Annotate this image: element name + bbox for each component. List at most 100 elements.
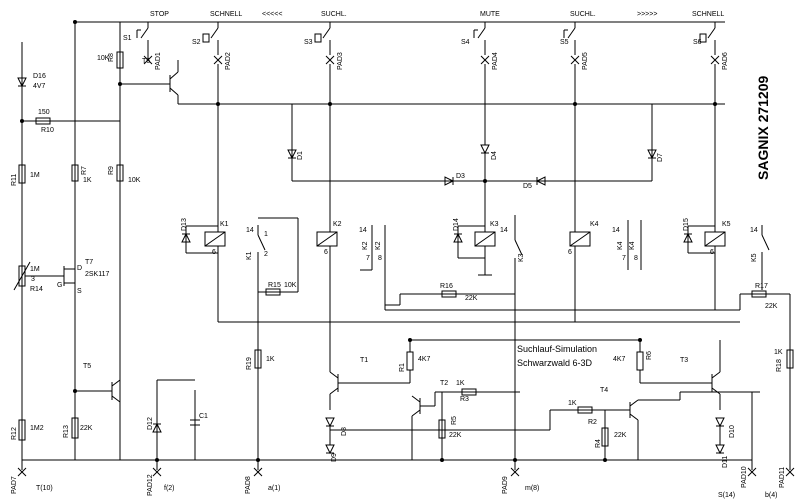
t1-label: T1 [360, 357, 368, 364]
k4-contact-b: K4 [629, 241, 636, 250]
r5-value: 22K [449, 432, 462, 439]
header-arrows-left: <<<<< [262, 11, 282, 18]
r18-value: 1K [774, 349, 783, 356]
k5-contact-label: K5 [751, 253, 758, 262]
header-stop: STOP [150, 11, 169, 18]
r8-label: R8 [108, 53, 115, 62]
resistor-r18 [786, 349, 794, 369]
r6-value: 4K7 [613, 356, 626, 363]
pad6-label: PAD6 [722, 52, 729, 70]
switch-s3: S3 [304, 22, 331, 55]
d1-label: D1 [297, 151, 304, 160]
r18-label: R18 [776, 359, 783, 372]
header-arrows-right: >>>>> [637, 11, 657, 18]
subtitle-line1: Suchlauf-Simulation [517, 344, 597, 354]
relay-k3 [453, 181, 496, 276]
pad5-label: PAD5 [582, 52, 589, 70]
d8-label: D8 [341, 427, 348, 436]
pad10-label: PAD10 [741, 466, 748, 488]
t7-label: T7 [85, 259, 93, 266]
d7-label: D7 [657, 153, 664, 162]
pad10-signal: S(14) [718, 492, 735, 499]
pad2-mark [213, 55, 223, 65]
contact-k1 [257, 217, 299, 460]
resistor-r10 [35, 117, 51, 125]
k3-label: K3 [490, 221, 499, 228]
k4-pin6: 6 [568, 249, 572, 256]
resistor-r5 [438, 419, 446, 439]
pad2-label: PAD2 [225, 52, 232, 70]
diode-d9 [325, 444, 335, 455]
pad7-label: PAD7 [11, 476, 18, 494]
pad3-label: PAD3 [337, 52, 344, 70]
t2-label: T2 [440, 380, 448, 387]
t7-pin-d: D [77, 265, 82, 272]
k3-contact-label: K3 [518, 253, 525, 262]
relay-k1 [181, 225, 226, 322]
k2-pin8: 8 [378, 255, 382, 262]
r2-value: 1K [568, 400, 577, 407]
pad12-signal: f(2) [164, 485, 175, 492]
r4-value: 22K [614, 432, 627, 439]
pad4-label: PAD4 [492, 52, 499, 70]
diode-d3 [444, 176, 455, 186]
d3-label: D3 [456, 173, 465, 180]
d4-label: D4 [491, 151, 498, 160]
r12-value: 1M2 [30, 425, 44, 432]
pad5-mark [570, 55, 580, 65]
r11-value: 1M [30, 172, 40, 179]
k1-pin2: 2 [264, 251, 268, 258]
contact-k5 [761, 225, 770, 290]
relay-k4 [569, 225, 591, 322]
side-title: SAGNIX 271209 [755, 76, 771, 180]
diode-d12 [152, 422, 162, 433]
r15-label: R15 [268, 282, 281, 289]
switch-s4: S4 [461, 22, 486, 55]
zener-d16 [17, 77, 27, 88]
r19-value: 1K [266, 356, 275, 363]
switch-s2: S2 [192, 22, 219, 55]
pad12-mark [152, 467, 162, 477]
k2-pin7: 7 [366, 255, 370, 262]
k3-pin14: 14 [500, 227, 508, 234]
switch-s5: S5 [560, 22, 576, 55]
r10-label: R10 [41, 127, 54, 134]
r15-value: 10K [284, 282, 297, 289]
k5-pin6: 6 [710, 249, 714, 256]
header-suchl-right: SUCHL. [570, 11, 596, 18]
pad8-signal: a(1) [268, 485, 280, 492]
k5-pin14: 14 [750, 227, 758, 234]
diode-d4 [480, 144, 490, 155]
d13-label: D13 [181, 218, 188, 231]
diode-d5 [535, 176, 546, 186]
resistor-r6 [636, 351, 644, 371]
r3-label: R3 [460, 396, 469, 403]
pad7-mark [17, 467, 27, 477]
pad1-label: PAD1 [155, 52, 162, 70]
k2-label: K2 [333, 221, 342, 228]
r9-label: R9 [108, 166, 115, 175]
d16-label: D16 [33, 73, 46, 80]
jfet-t7 [60, 266, 75, 286]
transistor-t3 [640, 340, 721, 410]
k2-contact-a: K2 [362, 241, 369, 250]
transistor-t1 [329, 340, 410, 410]
r16-value: 22K [465, 295, 478, 302]
pad6-mark [710, 55, 720, 65]
switch-s4-label: S4 [461, 39, 470, 46]
resistor-r15 [265, 288, 281, 296]
resistor-r13 [71, 417, 79, 439]
capacitor-c1 [190, 419, 200, 426]
pad11-signal: b(4) [765, 492, 777, 499]
relay-k2 [316, 225, 338, 340]
t5-label: T5 [83, 363, 91, 370]
pad9-mark [510, 467, 520, 477]
k5-label: K5 [722, 221, 731, 228]
r14-pin: 3 [31, 276, 35, 283]
pad11-mark [785, 467, 795, 477]
header-mute: MUTE [480, 11, 500, 18]
k2-contact-b: K2 [375, 241, 382, 250]
resistor-r9 [116, 164, 124, 182]
diode-d8 [325, 417, 335, 428]
k4-pin14: 14 [612, 227, 620, 234]
